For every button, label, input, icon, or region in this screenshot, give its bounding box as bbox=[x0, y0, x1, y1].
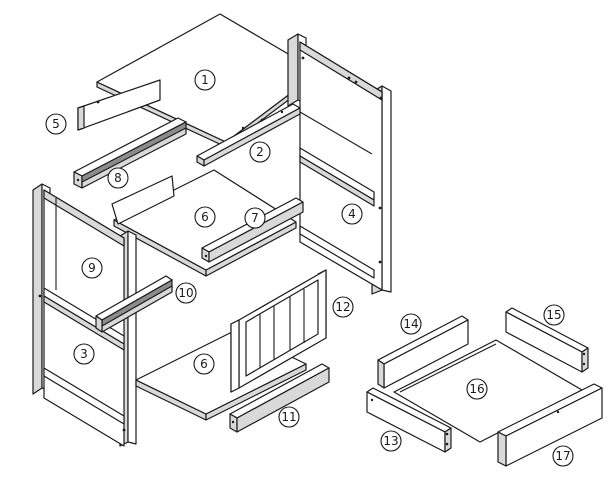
callout-label: 2 bbox=[256, 145, 264, 159]
callout-5: 5 bbox=[45, 113, 67, 135]
callout-label: 15 bbox=[546, 308, 561, 322]
callout-13: 13 bbox=[380, 430, 402, 452]
part-drawer-front-17 bbox=[497, 383, 603, 467]
callout-label: 3 bbox=[80, 347, 88, 361]
callout-label: 8 bbox=[114, 171, 122, 185]
part-back-rail-5 bbox=[77, 79, 161, 131]
part-right-side-frame bbox=[287, 33, 392, 295]
callout-label: 12 bbox=[335, 300, 350, 314]
callout-label: 17 bbox=[555, 449, 570, 463]
callout-label: 7 bbox=[251, 211, 259, 225]
callout-label: 14 bbox=[403, 317, 418, 331]
part-drawer-front-12 bbox=[230, 269, 327, 393]
part-drawer-side-15 bbox=[505, 307, 589, 373]
part-left-side-frame bbox=[32, 183, 137, 447]
callout-2: 2 bbox=[249, 141, 271, 163]
callout-label: 6 bbox=[200, 357, 208, 371]
callout-6-upper: 6 bbox=[194, 206, 216, 228]
part-rail-11 bbox=[229, 363, 330, 433]
callout-17: 17 bbox=[552, 445, 574, 467]
callout-label: 1 bbox=[201, 73, 209, 87]
callout-label: 6 bbox=[201, 210, 209, 224]
callout-label: 11 bbox=[281, 410, 296, 424]
callout-label: 5 bbox=[52, 117, 60, 131]
callout-4: 4 bbox=[341, 203, 363, 225]
part-drawer-back-13 bbox=[366, 387, 452, 453]
callout-label: 10 bbox=[178, 286, 193, 300]
callout-11: 11 bbox=[278, 406, 300, 428]
callout-label: 16 bbox=[469, 382, 484, 396]
callout-label: 9 bbox=[88, 261, 96, 275]
callout-8: 8 bbox=[107, 167, 129, 189]
callout-16: 16 bbox=[466, 378, 488, 400]
part-rail-2 bbox=[196, 103, 301, 167]
callout-7: 7 bbox=[244, 207, 266, 229]
callout-1: 1 bbox=[194, 69, 216, 91]
part-slotted-rail-10 bbox=[95, 275, 173, 333]
part-slotted-rail-8 bbox=[73, 117, 187, 189]
callout-15: 15 bbox=[543, 304, 565, 326]
callout-3: 3 bbox=[73, 343, 95, 365]
callout-label: 4 bbox=[348, 207, 356, 221]
callout-10: 10 bbox=[175, 282, 197, 304]
part-drawer-side-14 bbox=[377, 315, 469, 389]
callout-14: 14 bbox=[400, 313, 422, 335]
callout-label: 13 bbox=[383, 434, 398, 448]
callout-9: 9 bbox=[81, 257, 103, 279]
callout-6-lower: 6 bbox=[193, 353, 215, 375]
callout-12: 12 bbox=[332, 296, 354, 318]
